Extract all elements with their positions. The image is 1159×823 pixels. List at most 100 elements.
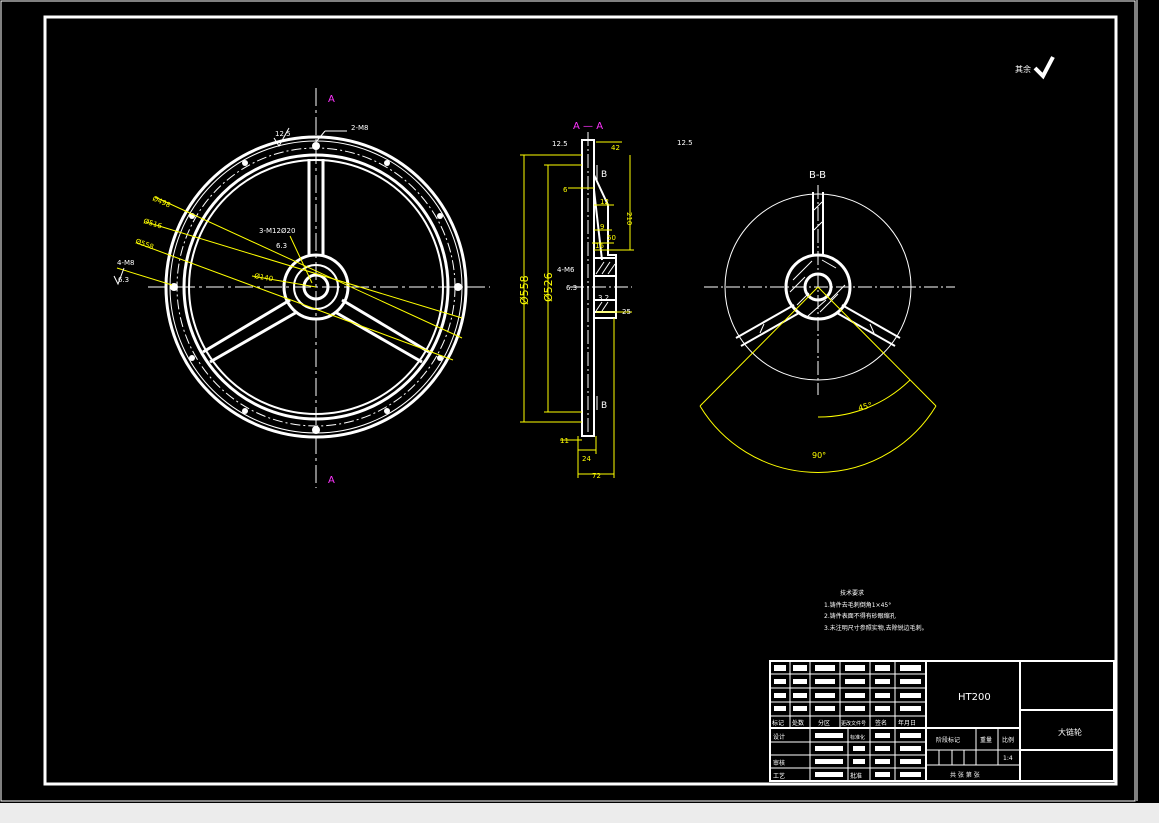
revision-row-fills <box>774 665 921 777</box>
hatch-line <box>595 261 605 275</box>
hatch-line <box>792 260 813 281</box>
hub-step <box>593 257 617 277</box>
arc-45 <box>817 379 911 418</box>
header-count: 处数 <box>792 719 804 727</box>
rim-inner-edge-circle <box>188 159 444 415</box>
tech-notes-line1: 1.铸件去毛刺倒角1×45° <box>824 601 891 609</box>
dim-6: 6 <box>563 186 568 194</box>
cell-fill <box>845 693 865 698</box>
dim-50: 50 <box>607 234 616 242</box>
row-design: 设计 <box>773 733 785 741</box>
dim-16: 16 <box>595 242 604 250</box>
side-white-texts: 12.5 12.5 4-M6 6.3 <box>552 139 693 292</box>
side-view-a-a: A — A B B <box>518 121 693 480</box>
front-roughness-symbols <box>113 127 347 286</box>
hole-callout-line3: 6.3 <box>276 242 287 250</box>
angle-ray <box>699 286 819 407</box>
rim-hole <box>170 283 178 291</box>
hatch-line <box>813 221 823 231</box>
cell-fill <box>900 693 921 698</box>
cell-fill <box>853 759 865 764</box>
section-mark-b-lower: B <box>601 401 607 411</box>
cell-fill <box>815 733 843 738</box>
rim-hole <box>312 142 320 150</box>
cell-fill <box>900 679 921 684</box>
hatch-line <box>595 301 603 312</box>
cell-fill <box>774 706 786 711</box>
arc-90 <box>699 405 937 473</box>
cell-fill <box>845 679 865 684</box>
dim-phi-hub: Ø140 <box>254 272 274 283</box>
thread-left-line1: 4-M8 <box>117 259 134 267</box>
section-title-a-a: A — A <box>573 121 603 132</box>
cell-fill <box>793 706 807 711</box>
cell-fill <box>875 706 890 711</box>
bottom-status-strip <box>0 803 1159 823</box>
leader-thread-left <box>116 267 173 286</box>
stage-mark-label: 阶段标记 <box>936 736 960 744</box>
thread-left-line2: 6.3 <box>118 276 129 284</box>
spoke-left-lower-edge <box>209 310 298 364</box>
dim-3-2: 3.2 <box>598 294 609 302</box>
cell-fill <box>815 759 843 764</box>
front-white-texts: 12.5 2-M8 3-M12 Ø20 6.3 4-M8 6.3 <box>117 124 368 284</box>
hatch-line <box>607 263 616 275</box>
cell-fill <box>815 706 835 711</box>
hole-callout-line1: 3-M12 <box>259 227 281 235</box>
spoke-right-upper-edge <box>341 298 430 354</box>
rim-hole <box>437 213 443 219</box>
roughness-check-icon <box>1033 56 1055 80</box>
bb-spoke-right-edge <box>841 304 901 339</box>
side-body-outline <box>581 139 617 437</box>
header-sign: 签名 <box>875 719 887 727</box>
cell-fill <box>815 693 835 698</box>
front-dimension-texts: Ø498 Ø516 Ø558 Ø140 <box>134 195 273 284</box>
bb-hub-outer <box>784 253 852 321</box>
roughness-side-right: 12.5 <box>677 139 693 147</box>
dim-25: 25 <box>622 308 631 316</box>
dim-42: 42 <box>611 144 620 152</box>
leader-hole-callout <box>289 235 313 284</box>
angle-ray <box>817 286 937 407</box>
section-mark-a-top: A <box>328 94 335 105</box>
inner-drawing-frame <box>43 15 1118 786</box>
thread-label-2m8: 2-M8 <box>351 124 368 132</box>
cell-fill <box>875 733 890 738</box>
row-process: 工艺 <box>773 772 785 780</box>
rim-holes <box>170 142 462 434</box>
row-check: 审核 <box>773 759 785 767</box>
rim-outer-circle <box>164 135 468 439</box>
section-mark-a-bottom: A <box>328 475 335 486</box>
hatch-line <box>821 259 837 269</box>
side-dimension-texts: Ø558 Ø526 42 210 6 12 9 16 50 3.2 25 11 … <box>518 144 633 480</box>
rim-hole <box>242 408 248 414</box>
header-zone: 分区 <box>818 719 830 727</box>
section-title-b-b: B-B <box>809 170 826 181</box>
side-dimension-lines <box>520 141 634 478</box>
roughness-check-symbol <box>113 267 125 286</box>
cell-fill <box>845 706 865 711</box>
bb-spoke-right-edge <box>836 312 896 347</box>
hub-profile <box>593 174 617 319</box>
cell-fill <box>875 759 890 764</box>
hatch-line <box>601 301 609 312</box>
hub-bore-circle <box>302 273 330 301</box>
dim-9: 9 <box>600 223 604 231</box>
cell-fill <box>875 679 890 684</box>
cell-fill <box>900 772 921 777</box>
roughness-side-top: 12.5 <box>552 140 568 148</box>
hub-outer-circle <box>282 253 350 321</box>
cell-fill <box>815 679 835 684</box>
hatch-line <box>819 293 839 313</box>
dim-24: 24 <box>582 455 591 463</box>
cell-fill <box>853 746 865 751</box>
leader-phi-516 <box>145 221 463 319</box>
rim-hole <box>189 355 195 361</box>
thread-leader-line <box>315 130 326 143</box>
header-change-no: 更改文件号 <box>841 720 866 727</box>
cell-fill <box>793 679 807 684</box>
bb-spoke-left-edge <box>735 304 795 339</box>
rim-hole <box>384 160 390 166</box>
cell-fill <box>793 693 807 698</box>
